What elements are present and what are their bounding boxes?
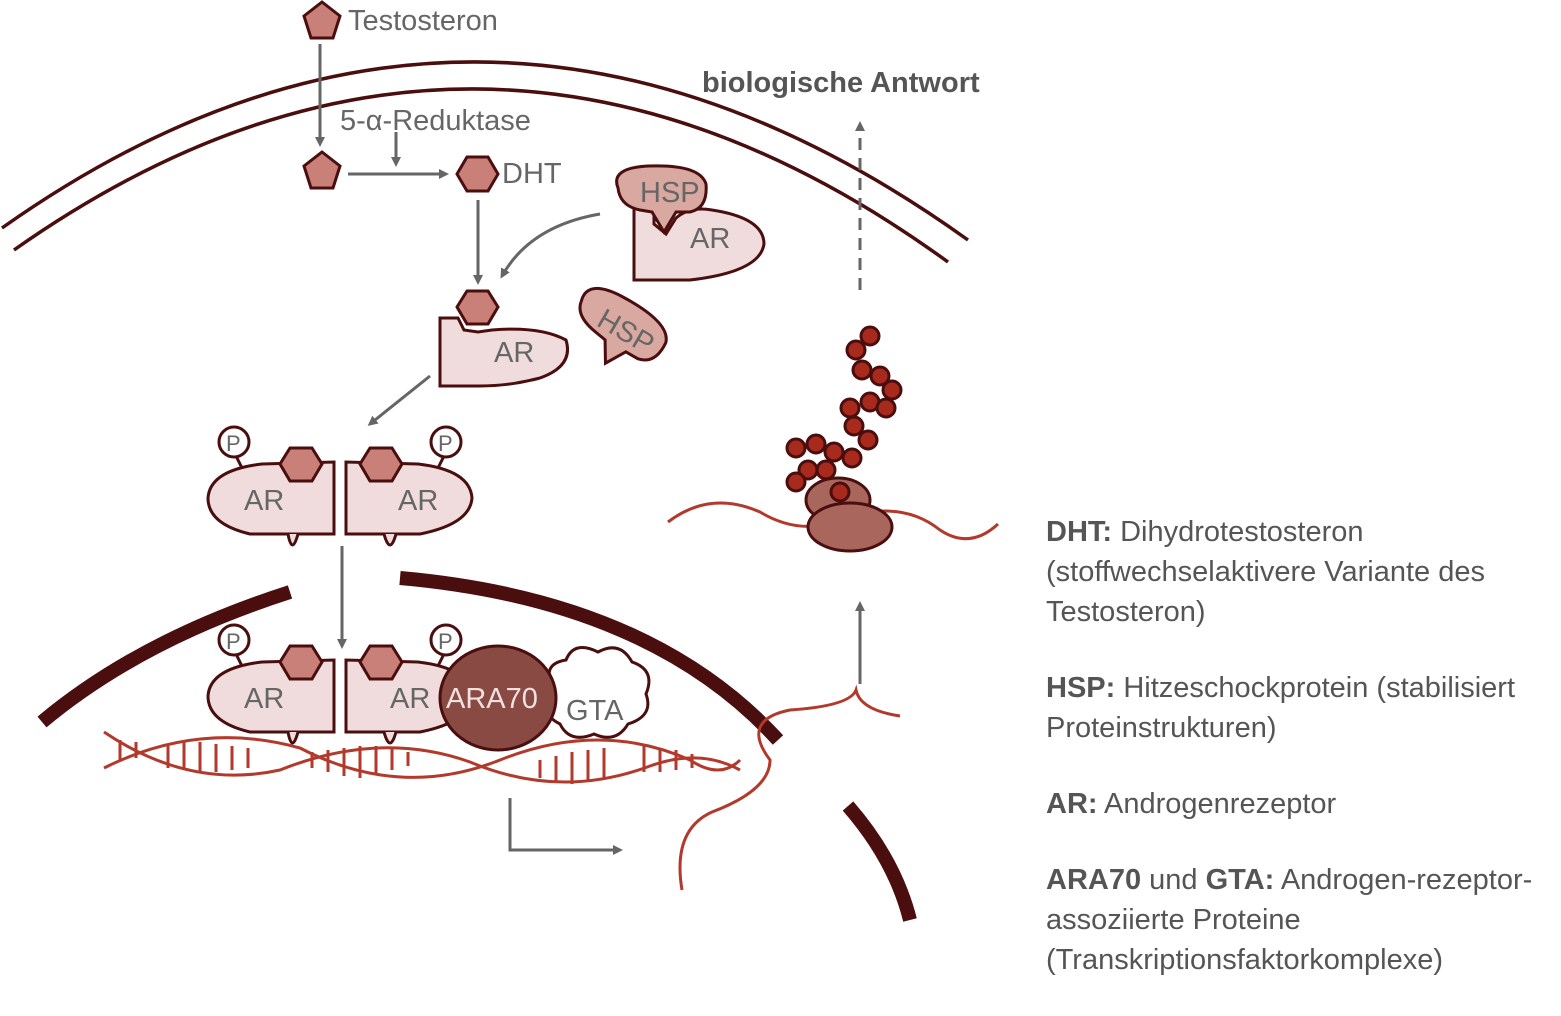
dht-molecule-icon [278,446,324,483]
ara70-label: ARA70 [446,683,538,715]
phosphate-icon [429,425,463,459]
phosphate-label: P [226,431,241,456]
ar-label: AR [398,485,438,517]
legend-item-ara70: ARA70 und GTA: Androgen-rezeptor-assozii… [1046,860,1558,980]
transcription-arrow [508,798,623,855]
ar-label: AR [690,223,730,255]
phosphate-icon [217,425,251,459]
legend: DHT: Dihydrotestosteron (stoffwechselakt… [1046,512,1558,1016]
ar-label: AR [244,485,284,517]
ar-dimer-nucleus: P P AR AR GTA ARA70 [206,623,651,752]
legend-term: DHT: [1046,516,1113,548]
testosterone-molecule-icon [302,150,342,190]
ara70-protein-shape [438,644,558,752]
legend-desc: Androgenrezeptor [1104,788,1337,820]
ar-label: AR [244,683,284,715]
dht-label: DHT [502,158,562,190]
testosterone-label: Testosteron [348,5,498,37]
response-label: biologische Antwort [702,67,980,99]
ar-receptor-shape [438,316,569,388]
dht-molecule-icon [358,446,404,483]
ar-label: AR [494,337,534,369]
arrow-complex-curve [500,212,601,279]
nuclear-envelope-left [37,585,293,728]
legend-desc: Dihydrotestosteron (stoffwechselaktivere… [1046,516,1485,628]
mrna-strand [678,684,901,891]
dht-molecule-icon [455,155,500,193]
legend-term: ARA70 [1046,864,1142,896]
legend-term: GTA: [1205,864,1275,896]
nuclear-envelope-right [842,801,917,922]
ar-label: AR [390,683,430,715]
ar-receptor-shape [632,194,766,282]
legend-term: AR: [1046,788,1098,820]
hsp-label: HSP [640,177,700,209]
nuclear-envelope-top [399,571,784,745]
legend-desc: Hitzeschockprotein (stabilisiert Protein… [1046,672,1516,744]
hsp-protein-shape [615,164,708,235]
androgen-signaling-diagram: Testosteron 5-α-Reduktase DHT HSP AR AR … [0,0,1000,922]
hsp-released-group: HSP [578,287,668,366]
hsp-protein-shape [578,287,668,366]
phosphate-icon [217,623,251,657]
legend-item-dht: DHT: Dihydrotestosteron (stoffwechselakt… [1046,512,1558,632]
phosphate-label: P [226,629,241,654]
legend-item-ar: AR: Androgenrezeptor [1046,784,1558,824]
cell-membrane-inner [12,87,950,264]
ribosome-subunit-shape [806,501,894,553]
legend-term: HSP: [1046,672,1116,704]
legend-item-hsp: HSP: Hitzeschockprotein (stabilisiert Pr… [1046,668,1558,748]
dht-molecule-icon [358,644,404,681]
ar-dimer-cytoplasm: P P AR AR [206,425,474,547]
arrow-to-dimer [367,374,431,426]
gta-label: GTA [566,695,624,727]
peptide-chain [785,325,903,503]
dht-molecule-icon [455,289,500,326]
phosphate-label: P [438,431,453,456]
legend-desc: Androgen-rezeptor-assoziierte Proteine (… [1046,864,1533,976]
legend-conjunction: und [1149,864,1198,896]
reductase-label: 5-α-Reduktase [340,105,531,137]
dna-helix [103,730,742,784]
gta-complex-shape [544,646,651,739]
dht-molecule-icon [278,644,324,681]
testosterone-molecule-icon [302,0,342,40]
cell-membrane-outer [0,60,970,242]
phosphate-icon [429,623,463,657]
phosphate-label: P [438,629,453,654]
